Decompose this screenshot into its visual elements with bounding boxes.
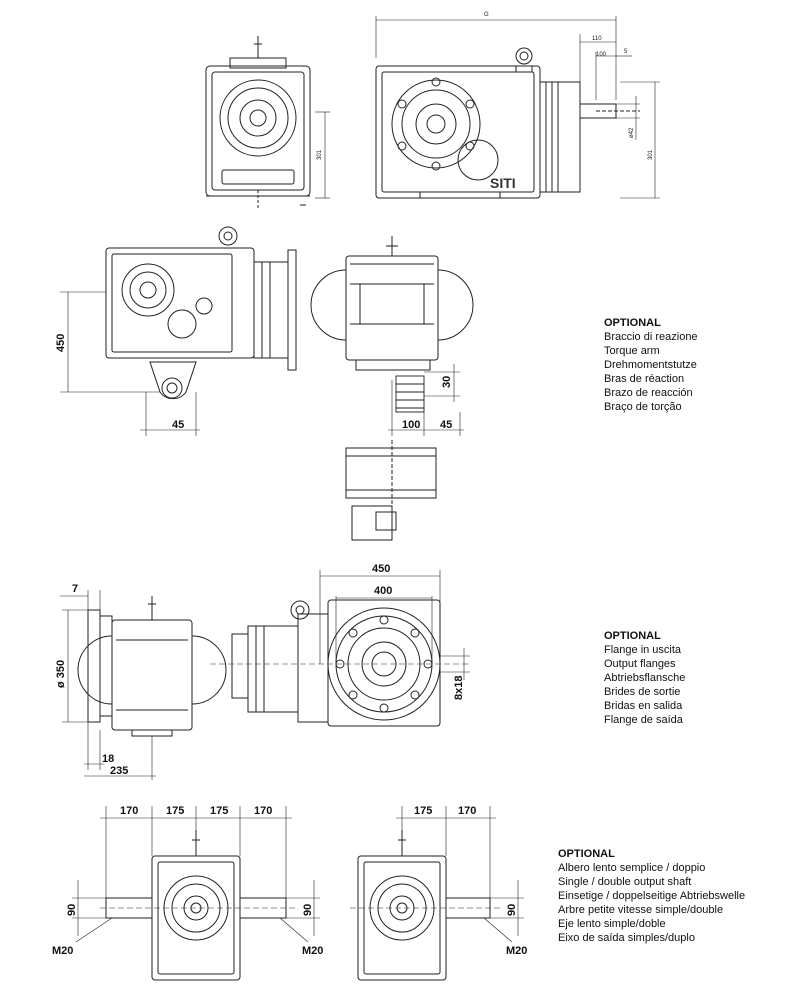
gearbox-flange-side-view [77, 596, 227, 737]
dim-450-horizontal: 450 [372, 563, 390, 575]
note-title: OPTIONAL [604, 630, 661, 642]
dim-235: 235 [110, 765, 128, 777]
gearbox-single-output-shaft-view [350, 830, 500, 981]
dim-m20-a: M20 [52, 945, 73, 957]
gearbox-flange-front-view [210, 599, 470, 727]
dim-m20-b: M20 [302, 945, 323, 957]
dim-single-170: 170 [458, 805, 476, 817]
brand-logo: SITI [490, 175, 516, 191]
note-line: Torque arm [604, 345, 660, 357]
dim-shaft-170-b: 170 [254, 805, 272, 817]
dim-single-m20: M20 [506, 945, 527, 957]
note-line: Output flanges [604, 658, 676, 670]
note-line: Albero lento semplice / doppio [558, 862, 706, 874]
torque-arm-top-view [345, 440, 437, 541]
dim-100: 100 [596, 52, 607, 58]
gearbox-end-view-top [205, 36, 330, 208]
note-output-shaft: OPTIONAL Albero lento semplice / doppio … [558, 847, 745, 945]
flange-front-dimension-lines [319, 570, 470, 680]
dim-400: 400 [374, 585, 392, 597]
note-line: Arbre petite vitesse simple/double [558, 904, 724, 916]
dim-shaft-90-b: 90 [302, 904, 314, 916]
note-line: Brazo de reacción [604, 387, 693, 399]
torque-arm-dimension-lines [60, 291, 200, 436]
flange-side-dimension-lines [60, 590, 156, 780]
shaft-right-dimension-lines [396, 806, 524, 943]
note-title: OPTIONAL [558, 848, 615, 860]
note-line: Drehmomentstutze [604, 359, 697, 371]
dim-top-left-301: 301 [317, 149, 323, 160]
gearbox-double-output-shaft-view [100, 830, 296, 981]
dim-shaft-90-a: 90 [66, 904, 78, 916]
note-output-flanges: OPTIONAL Flange in uscita Output flanges… [604, 629, 685, 727]
dim-shaft-175-b: 175 [210, 805, 228, 817]
dim-45-right: 45 [440, 419, 452, 431]
note-line: Braço de torção [604, 401, 682, 413]
gearbox-torque-arm-side-view [105, 226, 297, 400]
note-torque-arm: OPTIONAL Braccio di reazione Torque arm … [604, 316, 698, 414]
gearbox-torque-arm-front-view [310, 236, 474, 413]
dim-18: 18 [102, 753, 114, 765]
note-line: Bridas en salida [604, 700, 683, 712]
dim-single-90: 90 [506, 904, 518, 916]
note-line: Single / double output shaft [558, 876, 692, 888]
note-line: Braccio di reazione [604, 331, 698, 343]
dim-8x18: 8x18 [453, 676, 465, 700]
dim-42: ø42 [629, 127, 635, 138]
dim-30: 30 [441, 376, 453, 388]
note-line: Brides de sortie [604, 686, 681, 698]
note-line: Einsetige / doppelseitige Abtriebswelle [558, 890, 746, 902]
torque-arm-front-dimension-lines [388, 364, 464, 436]
note-line: Flange in uscita [604, 644, 682, 656]
note-title: OPTIONAL [604, 317, 661, 329]
dim-7: 7 [72, 583, 78, 595]
note-line: Eje lento simple/doble [558, 918, 666, 930]
dim-110: 110 [592, 36, 602, 42]
note-line: Eixo de saída simples/duplo [558, 932, 695, 944]
dim-100: 100 [402, 419, 420, 431]
dim-shaft-175-a: 175 [166, 805, 184, 817]
note-line: Abtriebsflansche [604, 672, 686, 684]
dim-shaft-170-a: 170 [120, 805, 138, 817]
dim-301: 301 [648, 149, 654, 160]
dim-450-vertical: 450 [55, 334, 67, 352]
gearbox-side-view-top [375, 47, 640, 199]
dim-5: 5 [624, 49, 628, 55]
note-line: Bras de réaction [604, 373, 685, 385]
top-right-dimension-lines [375, 16, 660, 199]
dim-g: G [484, 12, 489, 18]
dim-350: ø 350 [55, 660, 67, 688]
dim-single-175: 175 [414, 805, 432, 817]
dim-45-left: 45 [172, 419, 184, 431]
shaft-left-dimension-lines [72, 806, 320, 943]
note-line: Flange de saída [604, 714, 683, 726]
